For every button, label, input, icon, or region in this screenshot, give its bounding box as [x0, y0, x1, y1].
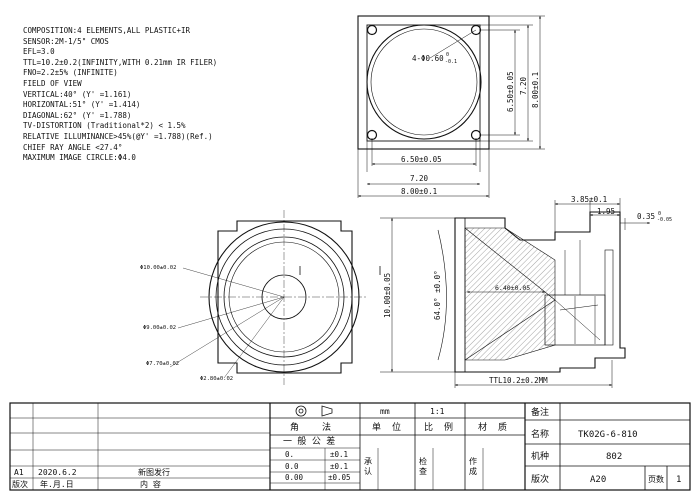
- hole-note: 4-Φ0.60: [412, 54, 444, 63]
- unit-label: 单: [372, 421, 381, 433]
- dim-650-h: 6.50±0.05: [401, 155, 442, 164]
- front-view-body: [217, 220, 353, 374]
- scale-value: 1:1: [430, 407, 445, 416]
- revision-date: 2020.6.2: [38, 468, 77, 477]
- method-label: 法: [322, 421, 331, 433]
- approve-label: 承认: [364, 457, 372, 476]
- svg-text:-0.1: -0.1: [445, 59, 457, 65]
- dim-720-h: 7.20: [410, 174, 429, 183]
- angle-64: 64.0° ±0.0°: [433, 270, 442, 320]
- dim-640: 6.40±0.05: [495, 284, 530, 292]
- revision-content: 新图发行: [138, 467, 170, 477]
- remark-label: 备注: [531, 406, 549, 418]
- unit-value: mm: [380, 407, 390, 416]
- title-block-text: mm 1:1 备注 角 法 单 位 比 例 材 质 名称 TK02G-6-810…: [12, 406, 681, 489]
- author-label: 作成: [469, 456, 477, 476]
- tol-row-2-value: ±0.1: [330, 462, 348, 471]
- front-dia-10: Φ10.00±0.02: [140, 265, 176, 271]
- scale-label: 比: [424, 421, 433, 433]
- spec-line: RELATIVE ILLUMINANCE>45%(@Y' =1.788)(Ref…: [23, 132, 213, 141]
- revision-header-date: 年.月.日: [40, 479, 74, 489]
- front-dia-77: Φ7.70±0.02: [146, 361, 179, 367]
- model-value: 802: [606, 452, 622, 462]
- side-view: 3.85±0.1 1.95 0.35 0 -0.05 10.00±0.05 64…: [380, 195, 672, 388]
- top-view-lens-circle: [366, 24, 482, 140]
- spec-line: HORIZONTAL:51° (Y' =1.414): [23, 100, 141, 110]
- dim-800-v: 8.00±0.1: [531, 72, 540, 108]
- dim-035: 0.35: [637, 212, 655, 221]
- dim-650-v: 6.50±0.05: [506, 71, 515, 112]
- top-view-outer-square: [357, 15, 490, 150]
- model-label: 机种: [531, 450, 549, 462]
- tol-row-3-precision: 0.00: [285, 473, 304, 482]
- dim-1000: 10.00±0.05: [383, 273, 392, 318]
- front-view: Φ10.00±0.02 Φ9.00±0.02 Φ7.70±0.02 Φ2.80±…: [140, 210, 381, 385]
- spec-line: TV-DISTORTION (Traditional*2) < 1.5%: [23, 121, 186, 131]
- svg-text:质: 质: [498, 421, 507, 433]
- tol-row-1-value: ±0.1: [330, 450, 348, 459]
- revision-version: A1: [14, 468, 24, 477]
- top-view: 4-Φ0.60 0 -0.1 6.50±0.05 7.20 8.00±0.1 6…: [357, 15, 545, 198]
- spec-line: CHIEF RAY ANGLE <27.4°: [23, 142, 123, 152]
- tol-row-1-precision: 0.: [285, 450, 294, 459]
- revision-header-content: 内 容: [140, 479, 161, 489]
- dim-195: 1.95: [597, 207, 615, 216]
- svg-text:-0.05: -0.05: [657, 217, 672, 223]
- tol-row-2-precision: 0.0: [285, 462, 299, 471]
- spec-line: DIAGONAL:62° (Y' =1.788): [23, 110, 132, 120]
- tolerance-header: 一 般 公 差: [283, 435, 335, 447]
- spec-line: FNO=2.2±5% (INFINITE): [23, 68, 118, 78]
- angle-label: 角: [290, 421, 299, 433]
- pages-value: 1: [676, 475, 681, 485]
- material-label: 材: [478, 421, 487, 433]
- spec-line: EFL=3.0: [23, 47, 55, 57]
- check-label: 检查: [419, 456, 427, 476]
- svg-text:0: 0: [446, 52, 449, 58]
- svg-text:位: 位: [392, 421, 401, 433]
- dim-800-h: 8.00±0.1: [401, 187, 437, 196]
- front-dia-28: Φ2.80±0.02: [200, 376, 233, 382]
- top-view-lens-inner: [370, 28, 478, 136]
- spec-line: COMPOSITION:4 ELEMENTS,ALL PLASTIC+IR: [23, 26, 191, 35]
- dim-720-v: 7.20: [519, 76, 528, 95]
- title-block: [9, 402, 691, 491]
- svg-text:0: 0: [658, 211, 661, 217]
- revision-header-version: 版次: [12, 479, 28, 489]
- spec-line: MAXIMUM IMAGE CIRCLE:Φ4.0: [23, 153, 136, 163]
- spec-line: TTL=10.2±0.2(INFINITY,WITH 0.21mm IR FIL…: [23, 57, 218, 67]
- mount-hole-tl: [366, 24, 378, 36]
- spec-line: VERTICAL:40° (Y' =1.161): [23, 89, 132, 99]
- pages-label: 页数: [648, 474, 664, 484]
- name-label: 名称: [531, 428, 549, 440]
- spec-line: FIELD OF VIEW: [23, 79, 82, 88]
- tol-row-3-value: ±0.05: [328, 473, 351, 482]
- version-label: 版次: [531, 473, 549, 485]
- dim-ttl: TTL10.2±0.2MM: [489, 376, 548, 385]
- dim-385: 3.85±0.1: [571, 195, 607, 204]
- version-value: A20: [590, 475, 606, 485]
- name-value: TK02G-6-810: [578, 430, 638, 440]
- spec-line: SENSOR:2M-1/5" CMOS: [23, 36, 109, 46]
- svg-text:例: 例: [444, 421, 453, 433]
- front-dia-9: Φ9.00±0.02: [143, 325, 176, 331]
